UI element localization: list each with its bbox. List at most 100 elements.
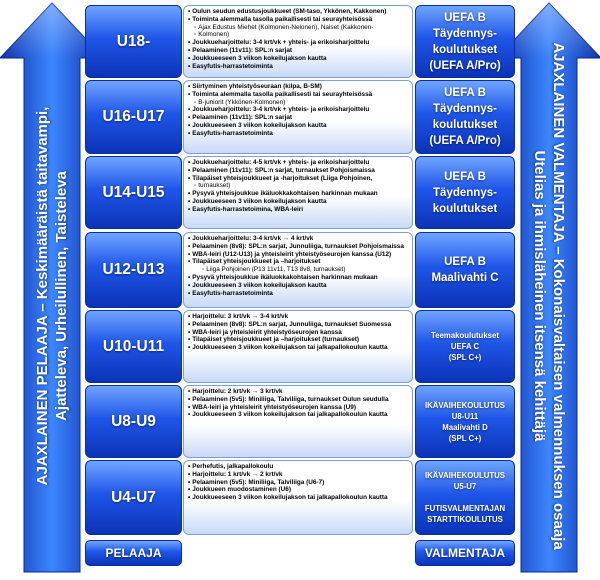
list-item: Kolmonen) bbox=[188, 31, 409, 39]
age-group-row: U10-U11Harjoittelu: 3 krt/vk → 3-4 krt/v… bbox=[85, 310, 515, 383]
player-footer-label: PELAAJA bbox=[85, 540, 182, 566]
list-item: Joukkueharjoittelu: 3-4 krt/vk + yhteis-… bbox=[188, 106, 409, 114]
list-item: Joukkueen muodostaminen (U6) bbox=[188, 486, 409, 494]
list-item: Joukkueharjoittelu: 4-5 krt/vk + yhteis-… bbox=[188, 159, 409, 167]
list-item: Pelaaminen (8v8): SPL:n sarjat, Junnulii… bbox=[188, 321, 409, 329]
coach-education-line: UEFA B bbox=[444, 256, 486, 268]
list-item: Joukkueeseen 3 viikon kokeilujakson tai … bbox=[188, 344, 409, 352]
right-arrow bbox=[495, 2, 600, 573]
age-group-label: U14-U15 bbox=[85, 156, 182, 229]
list-item: WBA-leiri (U12-U13) ja yhteisleirit yhte… bbox=[188, 251, 409, 259]
coach-footer-label: VALMENTAJA bbox=[415, 540, 515, 566]
list-item: Harjoittelu: 2 krt/vk → 3 krt/vk bbox=[188, 388, 409, 396]
list-item: Siirtyminen yhteistyöseuraan (kilpa, B-S… bbox=[188, 83, 409, 91]
list-item: Toiminta alemmalla tasolla paikallisesti… bbox=[188, 91, 409, 99]
coach-education-line: (UEFA A/Pro) bbox=[429, 135, 501, 147]
coach-education-line: UEFA B bbox=[444, 87, 486, 99]
coach-education-line: koulutukset bbox=[432, 119, 498, 131]
coach-education-line: UEFA B bbox=[444, 170, 486, 183]
coach-education-line: Täydennys- bbox=[433, 27, 497, 40]
right-arrow-line-1: AJAXLAINEN VALMENTAJA – Kokonaisvaltaise… bbox=[550, 42, 567, 550]
age-group-label: U8-U9 bbox=[85, 385, 182, 458]
list-item: Easyfutis-harrastetoimina, WBA-leiri bbox=[188, 206, 409, 214]
player-path-list: Siirtyminen yhteistyöseuraan (kilpa, B-S… bbox=[188, 83, 409, 138]
coach-education-line: Täydennys- bbox=[433, 103, 497, 115]
coach-education-line: Maalivahti D bbox=[442, 422, 488, 432]
right-arrow-line-2: Utelias ja ihmisläheinen itsensä kehittä… bbox=[531, 150, 548, 442]
coach-education-line: UEFA C bbox=[450, 342, 480, 351]
age-group-row: U16-U17 Siirtyminen yhteistyöseuraan (kil… bbox=[85, 80, 515, 154]
list-item: turnaukset) bbox=[188, 182, 409, 190]
list-item: Pelaaminen (11v11): SPL:n sarjat, turnau… bbox=[188, 167, 409, 175]
coach-education-box: UEFA B Täydennys-koulutukset (UEFA A/Pro) bbox=[415, 80, 515, 154]
list-item: Tilapäiset yhteisjoukkueet ja -harjoituk… bbox=[188, 175, 409, 183]
list-item: Pelaaminen (11v11): SPL:n sarjat bbox=[188, 47, 409, 55]
age-group-label: U12-U13 bbox=[85, 232, 182, 308]
age-group-row: U8-U9Harjoittelu: 2 krt/vk → 3 krt/vkPel… bbox=[85, 385, 515, 458]
list-item: Perhefutis, jalkapallokoulu bbox=[188, 463, 409, 471]
list-item: Pelaaminen (5v5): Miniliiga, Talviliiga,… bbox=[188, 396, 409, 404]
list-item: Pysyvä yhteisjoukkue ikäluokkakohtaisen … bbox=[188, 190, 409, 198]
coach-education-line: (SPL C+) bbox=[448, 433, 482, 443]
list-item: Joukkueeseen 3 viikon kokeilujakson kaut… bbox=[188, 55, 409, 63]
age-group-row: U12-U13Joukkueharjoittelu: 3-4 krt/vk → … bbox=[85, 232, 515, 308]
list-item: Joukkueharjoittelu: 3-4 krt/vk + yhteis-… bbox=[188, 39, 409, 47]
list-item: Tilapäiset yhteisjoukkueet ja –harjoituk… bbox=[188, 258, 409, 266]
age-group-row: U14-U15 Joukkueharjoittelu: 4-5 krt/vk + … bbox=[85, 156, 515, 229]
player-path-list: Harjoittelu: 3 krt/vk → 3-4 krt/vkPelaam… bbox=[188, 313, 409, 352]
list-item: Pelaaminen (5v5): Miniliiga, Talviliiga … bbox=[188, 479, 409, 487]
coach-education-box: UEFA B Täydennys-koulutukset bbox=[415, 156, 515, 229]
list-item: Pelaaminen (8v8): SPL:n sarjat, Junnulii… bbox=[188, 243, 409, 251]
coach-education-box: UEFA B Maalivahti C bbox=[415, 232, 515, 308]
right-arrow-label: AJAXLAINEN VALMENTAJA – Kokonaisvaltaise… bbox=[530, 36, 568, 556]
coach-education-line: FUTISVALMENTAJAN bbox=[424, 504, 506, 513]
coach-education-line: UEFA B bbox=[444, 11, 486, 24]
coach-education-line: Teemakoulutukset bbox=[431, 331, 499, 340]
list-item: Pelaaminen (11v11): SPL:n sarjat bbox=[188, 114, 409, 122]
list-item: Liiga Pohjoinen (P13 11v11, T13 8v8, tur… bbox=[188, 266, 409, 274]
list-item: B-juniorit (Ykkönen-Kolmonen) bbox=[188, 99, 409, 107]
list-item: Easyfutis-harrastetoiminta bbox=[188, 130, 409, 138]
player-path-description: Joukkueharjoittelu: 3-4 krt/vk → 4 krt/v… bbox=[183, 232, 413, 308]
age-group-row: U18-Oulun seudun edustusjoukkueet (SM-ta… bbox=[85, 5, 515, 78]
coach-education-line: IKÄVAIHEKOULUTUS bbox=[425, 471, 505, 480]
list-item: Tilapäiset yhteisjoukkueet ja –harjoituk… bbox=[188, 336, 409, 344]
coach-education-line: (SPL C+) bbox=[448, 353, 482, 362]
age-group-label: U10-U11 bbox=[85, 310, 182, 383]
list-item: Joukkueeseen 3 viikon kokeilujakson tai … bbox=[188, 411, 409, 419]
list-item: Harjoittelu: 1 krt/vk → 2 krt/vk bbox=[188, 471, 409, 479]
player-path-description: Harjoittelu: 3 krt/vk → 3-4 krt/vkPelaam… bbox=[183, 310, 413, 383]
list-item: Joukkueeseen 3 viikon kokeilujakson kaut… bbox=[188, 122, 409, 130]
age-group-row: U4-U7Perhefutis, jalkapallokouluHarjoitt… bbox=[85, 460, 515, 535]
player-path-list: Joukkueharjoittelu: 4-5 krt/vk + yhteis-… bbox=[188, 159, 409, 214]
left-arrow-line-1: AJAXLAINEN PELAAJA – Keskimääräistä tait… bbox=[34, 106, 51, 486]
left-arrow-label: AJAXLAINEN PELAAJA – Keskimääräistä tait… bbox=[33, 36, 71, 556]
list-item: Easyfutis-harrastetoiminta bbox=[188, 63, 409, 71]
coach-education-line: koulutukset bbox=[432, 202, 498, 215]
coach-education-line: koulutukset bbox=[432, 43, 498, 56]
list-item: WBA-leiri ja yhteisleirit yhteistyöseuro… bbox=[188, 329, 409, 337]
list-item: WBA-leiri ja yhteisleirit yhteistyöseuro… bbox=[188, 404, 409, 412]
list-item: Joukkueeseen 3 viikon kokeilujakson kaut… bbox=[188, 198, 409, 206]
left-arrow bbox=[0, 2, 106, 573]
coach-education-line: Maalivahti C bbox=[431, 272, 499, 284]
list-item: Toiminta alemmalla tasolla paikallisesti… bbox=[188, 16, 409, 24]
player-path-list: Harjoittelu: 2 krt/vk → 3 krt/vkPelaamin… bbox=[188, 388, 409, 419]
list-item: Oulun seudun edustusjoukkueet (SM-taso, … bbox=[188, 8, 409, 16]
coach-education-line bbox=[464, 492, 466, 503]
coach-education-line: Täydennys- bbox=[433, 186, 497, 199]
player-path-list: Oulun seudun edustusjoukkueet (SM-taso, … bbox=[188, 8, 409, 70]
age-group-label: U16-U17 bbox=[85, 80, 182, 154]
player-path-description: Siirtyminen yhteistyöseuraan (kilpa, B-S… bbox=[183, 80, 413, 154]
list-item: Joukkueeseen 3 viikon kokeilujakson tai … bbox=[188, 494, 409, 502]
list-item: Easyfutis-harrastetoiminta bbox=[188, 290, 409, 298]
player-path-description: Oulun seudun edustusjoukkueet (SM-taso, … bbox=[183, 5, 413, 78]
player-path-description: Joukkueharjoittelu: 4-5 krt/vk + yhteis-… bbox=[183, 156, 413, 229]
list-item: Joukkueeseen 3 viikon kokeilujakson kaut… bbox=[188, 282, 409, 290]
player-path-description: Harjoittelu: 2 krt/vk → 3 krt/vkPelaamin… bbox=[183, 385, 413, 458]
coach-education-line: (UEFA A/Pro) bbox=[429, 59, 501, 72]
